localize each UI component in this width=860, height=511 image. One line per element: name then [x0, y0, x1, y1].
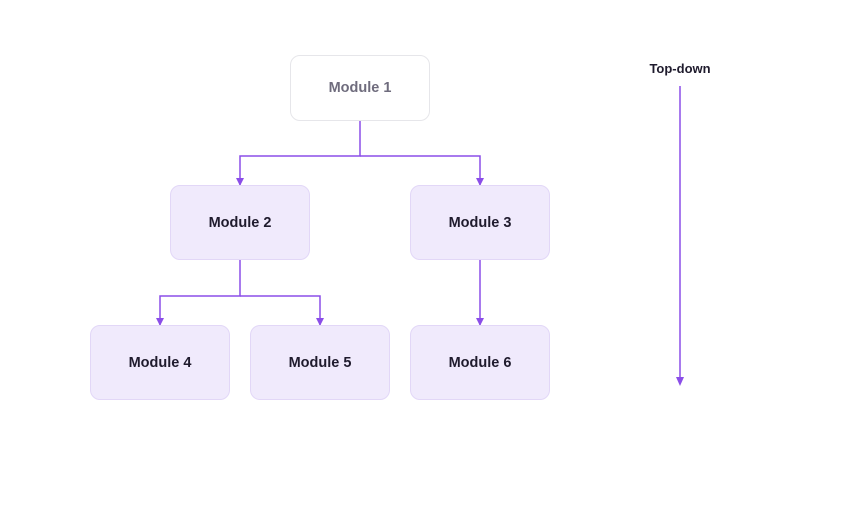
- node-label: Module 6: [448, 354, 512, 371]
- node-label: Module 3: [448, 214, 512, 231]
- direction-arrowhead: [676, 377, 684, 386]
- connector-1-to-2: [239, 121, 361, 185]
- node-module-3: Module 3: [410, 185, 550, 260]
- node-module-4: Module 4: [90, 325, 230, 400]
- arrowhead-to-4: [156, 318, 164, 326]
- node-module-2: Module 2: [170, 185, 310, 260]
- node-label: Module 2: [208, 214, 272, 231]
- node-label: Module 1: [328, 80, 392, 96]
- node-module-5: Module 5: [250, 325, 390, 400]
- direction-label: Top-down: [649, 61, 711, 76]
- node-label: Module 5: [288, 354, 352, 371]
- connector-2-to-4: [159, 260, 241, 325]
- arrowhead-to-3: [476, 178, 484, 186]
- node-module-6: Module 6: [410, 325, 550, 400]
- node-module-1: Module 1: [290, 55, 430, 121]
- connector-1-to-3: [360, 155, 481, 185]
- node-label: Module 4: [128, 354, 192, 371]
- arrowhead-to-5: [316, 318, 324, 326]
- arrowhead-to-6: [476, 318, 484, 326]
- arrowhead-to-2: [236, 178, 244, 186]
- connector-2-to-5: [240, 295, 321, 325]
